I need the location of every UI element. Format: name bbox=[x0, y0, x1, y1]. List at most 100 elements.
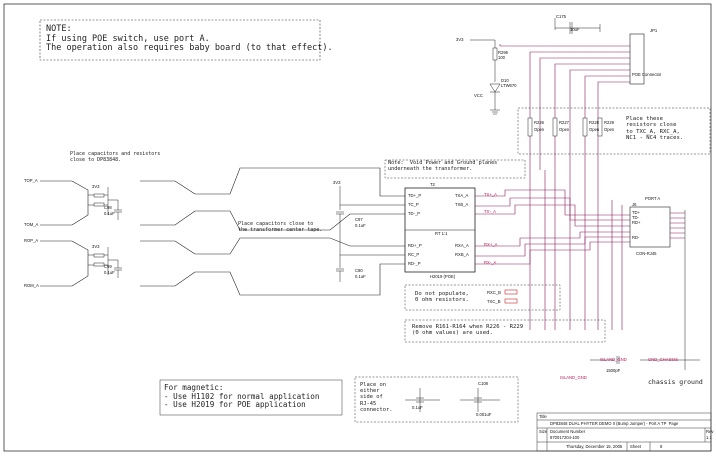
left-bottom-pair bbox=[40, 237, 405, 296]
c80-value: 0.1uF bbox=[355, 274, 366, 279]
net-td-minus: TD-_P bbox=[408, 211, 421, 216]
d10-value: LTW670 bbox=[501, 83, 517, 88]
net-top-a: TOP_A bbox=[24, 178, 38, 183]
c98-label: C98 bbox=[104, 205, 112, 210]
net-gnd-chassis: GND_CHASSIS bbox=[648, 357, 679, 362]
left-top-pair bbox=[40, 167, 405, 231]
net-rxc-b: RXC_B bbox=[487, 290, 501, 295]
c107-value: 0.1uF bbox=[412, 405, 423, 410]
r296-value: 100 bbox=[498, 55, 505, 60]
pin-td-minus: TD- bbox=[632, 215, 639, 220]
rt-label: RT 1:1 bbox=[435, 231, 448, 236]
net-rx-plus-a: RX+_A bbox=[484, 242, 498, 247]
sheet-border bbox=[3, 3, 712, 452]
c97-value: 0.1uF bbox=[355, 223, 366, 228]
title-label: Title bbox=[539, 414, 547, 419]
net-txa: TXA_A bbox=[455, 193, 469, 198]
void-note-box bbox=[384, 159, 526, 179]
c80-label: C80 bbox=[355, 268, 363, 273]
vcc-label: VCC bbox=[474, 93, 483, 98]
remove-note: Remove R161-R164 when R226 - R229 (0 ohm… bbox=[412, 324, 524, 337]
c97-label: C97 bbox=[355, 217, 363, 222]
open-label-4: Open bbox=[604, 127, 615, 132]
remove-note-box bbox=[404, 319, 606, 343]
net-txb: TXB_A bbox=[455, 202, 469, 207]
con-rj45-label: CON-RJ45 bbox=[636, 251, 657, 256]
net-tx-minus-a: TX-_A bbox=[484, 209, 496, 214]
j6-label: J6 bbox=[632, 202, 637, 207]
c108-value: 0.001uF bbox=[476, 412, 492, 417]
net-rx-minus-a: RX-_A bbox=[484, 260, 497, 265]
pin-rd-minus: RD- bbox=[632, 235, 640, 240]
c98-value: 0.1uF bbox=[104, 211, 115, 216]
t2-label: T2 bbox=[430, 182, 435, 187]
net-td-plus: TD+_P bbox=[408, 193, 422, 198]
pin-td-plus: TD+ bbox=[632, 210, 641, 215]
net-tom-a: TOM_A bbox=[24, 222, 39, 227]
led-supply bbox=[470, 18, 600, 115]
jp1-connector bbox=[629, 33, 645, 85]
port-a-outputs bbox=[670, 212, 685, 239]
net-tx-plus-a: TX+_A bbox=[484, 192, 497, 197]
c108-label: C108 bbox=[478, 381, 489, 386]
poe-connector-label: POE Connector bbox=[632, 72, 662, 77]
net-rd-plus: RD+_P bbox=[408, 243, 422, 248]
size-label: Size bbox=[539, 429, 548, 434]
tx-rx-traces bbox=[475, 44, 630, 330]
supply-3v3-top: 3V3 bbox=[456, 37, 464, 42]
net-rop-a: ROP_A bbox=[24, 238, 39, 243]
open-resistors bbox=[527, 117, 603, 137]
title-block bbox=[536, 412, 712, 452]
do-not-populate-box bbox=[404, 284, 561, 311]
h2019-label: H2019 (POE) bbox=[430, 274, 456, 279]
r229-label: R229 bbox=[604, 120, 615, 125]
place-caps-left-note: Place capacitors and resistors close to … bbox=[70, 151, 161, 163]
poe-note-line2: The operation also requires baby board (… bbox=[46, 43, 333, 53]
center-tap-caps bbox=[336, 186, 405, 282]
left-termination-top bbox=[88, 187, 122, 220]
c99-value: 0.1uF bbox=[104, 270, 115, 275]
poe-note-box bbox=[39, 19, 321, 61]
void-note: Note: Void Power and Ground planes under… bbox=[388, 160, 498, 172]
chassis-ground-line bbox=[590, 210, 700, 370]
net-rom-a: ROM_A bbox=[24, 283, 39, 288]
net-rxb: RXB_A bbox=[455, 252, 469, 257]
doc-number-label: Document Number bbox=[550, 429, 586, 434]
open-resistor-box bbox=[517, 107, 711, 155]
sheet-of: 8 bbox=[660, 444, 663, 449]
poe-note-line1: If using POE switch, use port A. bbox=[46, 34, 210, 44]
pin-rd-plus: RD+ bbox=[632, 220, 641, 225]
net-tc: TC_P bbox=[408, 202, 419, 207]
left-termination-bottom bbox=[88, 247, 122, 278]
open-label-2: Open bbox=[559, 127, 570, 132]
net-rc: RC_P bbox=[408, 252, 420, 257]
rev-value: 1.1 bbox=[706, 435, 712, 440]
r296-label: R296 bbox=[498, 50, 509, 55]
sheet-label: Sheet bbox=[630, 444, 641, 449]
open-label-1: Open bbox=[534, 127, 545, 132]
rj45-caps-box bbox=[354, 376, 519, 423]
doc-number: 870017204-100 bbox=[550, 435, 580, 440]
supply-3v3-left-bottom: 3V3 bbox=[92, 244, 100, 249]
r227-label: R227 bbox=[559, 120, 570, 125]
d10-label: D10 bbox=[501, 78, 509, 83]
rev-label: Rev bbox=[706, 429, 714, 434]
magnetic-note: For magnetic: - Use H1102 for normal app… bbox=[164, 383, 320, 410]
r228-label: R228 bbox=[589, 120, 600, 125]
c99-label: C99 bbox=[104, 264, 112, 269]
jp1-label: JP1 bbox=[650, 28, 658, 33]
net-rd-minus: RD-_P bbox=[408, 261, 421, 266]
net-rxa: RXA_A bbox=[455, 243, 469, 248]
populate-resistors bbox=[504, 289, 518, 304]
rj45-caps bbox=[405, 388, 500, 412]
magnetic-note-box bbox=[159, 379, 343, 416]
place-caps-mid-note: Place capacitors close to the transforme… bbox=[238, 221, 323, 233]
r226-label: R226 bbox=[534, 120, 545, 125]
net-island-gnd-2: ISLAND_GND bbox=[560, 375, 587, 380]
place-resistors-note: Place these resistors close to TXC_A, RX… bbox=[626, 116, 684, 142]
port-a-label: PORT A bbox=[645, 196, 661, 201]
open-label-3: Open bbox=[589, 127, 600, 132]
net-island-gnd: ISLAND_GND bbox=[600, 357, 627, 362]
chassis-ground-label: chassis ground bbox=[648, 378, 703, 386]
poe-note-title: NOTE: bbox=[46, 24, 72, 34]
